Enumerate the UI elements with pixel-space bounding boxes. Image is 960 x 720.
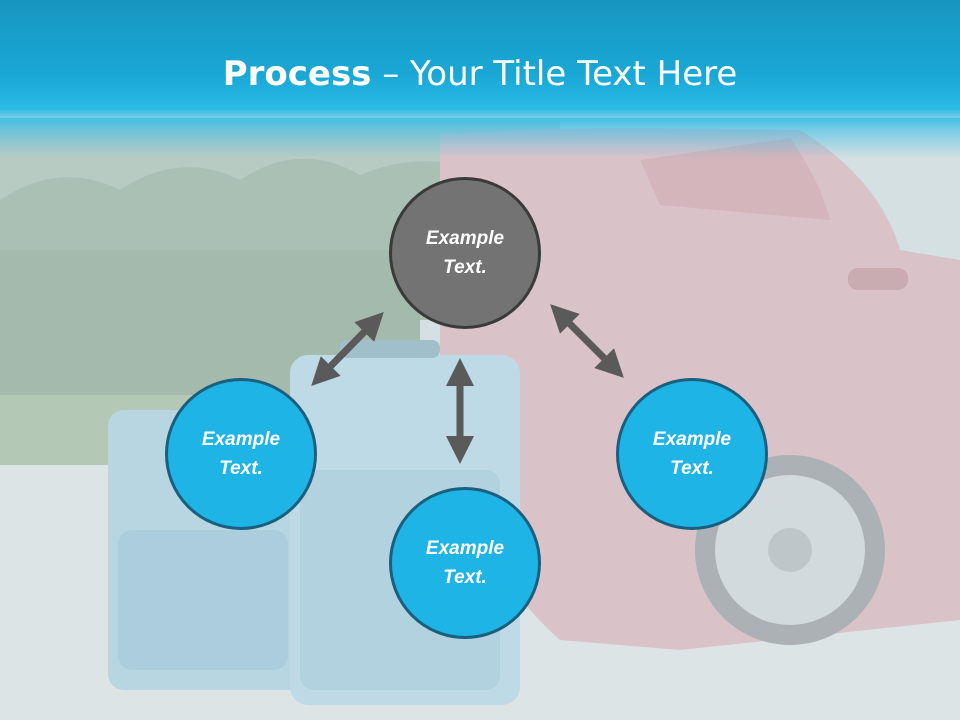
process-node-right: Example Text. <box>616 378 768 530</box>
title-banner <box>0 0 960 128</box>
slide-title-rest: – Your Title Text Here <box>371 54 738 94</box>
process-node-right-label: Example Text. <box>652 429 732 479</box>
arrow-top-right <box>550 304 624 378</box>
process-node-top: Example Text. <box>389 177 541 329</box>
process-node-left-label: Example Text. <box>201 429 281 479</box>
process-node-bottom: Example Text. <box>389 487 541 639</box>
process-node-left: Example Text. <box>165 378 317 530</box>
process-node-top-label: Example Text. <box>425 228 505 278</box>
title-banner-fade <box>0 118 960 158</box>
process-node-bottom-label: Example Text. <box>425 538 505 588</box>
slide-title-bold: Process <box>222 54 372 94</box>
arrow-top-left <box>311 312 384 386</box>
slide-title: Process – Your Title Text Here <box>0 52 960 96</box>
